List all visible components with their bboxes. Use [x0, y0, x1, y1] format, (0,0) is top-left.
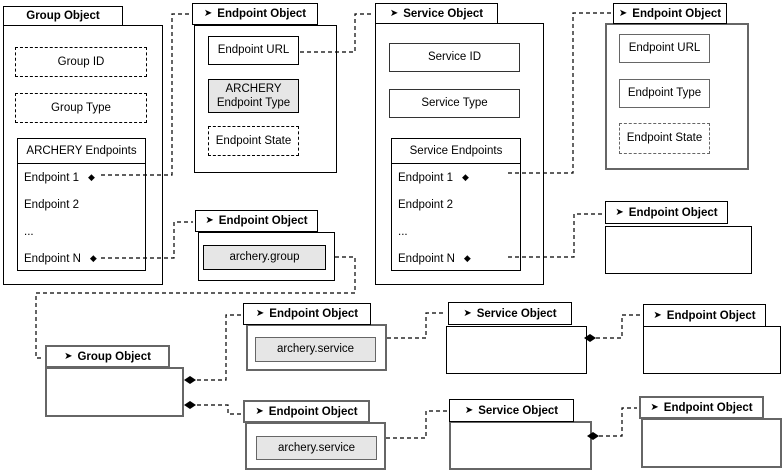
list-item: Endpoint 2: [398, 198, 453, 211]
aggregation-diamond-icon: [184, 376, 196, 384]
endpoint-object-bottomright2-tab: ➤ Endpoint Object: [639, 396, 764, 419]
service-type-field: Service Type: [389, 89, 520, 118]
list-item: ...: [24, 225, 34, 238]
aggregation-diamond-icon: ◆: [462, 172, 469, 182]
endpoint-object-top-tab: ➤ Endpoint Object: [192, 3, 318, 25]
endpoint-object-topright-tab: ➤ Endpoint Object: [613, 3, 727, 24]
archery-endpoints-header: ARCHERY Endpoints: [17, 138, 146, 164]
endpoint-object-group-tag-tab: ➤ Endpoint Object: [195, 210, 318, 232]
box-title: Service Object: [476, 307, 557, 320]
connector-endpointtag2-service2: [386, 410, 447, 439]
list-item: ...: [398, 225, 408, 238]
aggregation-diamond-icon: ◆: [88, 172, 95, 182]
archery-endpoints-list: Endpoint 1 ◆ Endpoint 2 ... Endpoint N ◆: [17, 163, 146, 271]
arrowhead-icon: ➤: [64, 350, 73, 362]
endpoint-object-bottomright1-body: [643, 326, 781, 374]
endpoint-object-bottomright1-tab: ➤ Endpoint Object: [643, 304, 766, 327]
archery-service-field: archery.service: [256, 436, 377, 460]
group-type-field: Group Type: [15, 93, 147, 123]
box-title: Group Object: [77, 350, 151, 363]
arrowhead-icon: ➤: [389, 7, 399, 19]
list-item: Endpoint 1 ◆: [24, 171, 95, 184]
endpoint-object-midright-tab: ➤ Endpoint Object: [605, 201, 728, 224]
archery-endpoint-type-field: ARCHERY Endpoint Type: [208, 79, 299, 113]
service-endpoints-list: Endpoint 1 ◆ Endpoint 2 ... Endpoint N ◆: [391, 163, 521, 271]
service-endpoints-header: Service Endpoints: [391, 138, 521, 164]
service-object-bottom1-body: [446, 326, 587, 374]
arrowhead-icon: ➤: [615, 206, 624, 218]
box-title: Endpoint Object: [217, 8, 307, 20]
endpoint-object-service-tag1-tab: ➤ Endpoint Object: [243, 303, 371, 325]
box-title: Group Object: [26, 10, 100, 22]
aggregation-diamond-icon: [184, 401, 196, 409]
list-item: Endpoint 2: [24, 198, 79, 211]
arrowhead-icon: ➤: [255, 405, 264, 417]
endpoint-state-field: Endpoint State: [208, 126, 299, 156]
arrowhead-icon: ➤: [618, 7, 628, 19]
arrowhead-icon: ➤: [653, 309, 662, 321]
arrowhead-icon: ➤: [203, 8, 213, 19]
arrowhead-icon: ➤: [650, 401, 659, 413]
arrowhead-icon: ➤: [255, 308, 265, 319]
endpoint-url-field: Endpoint URL: [208, 36, 299, 65]
arrowhead-icon: ➤: [464, 404, 474, 416]
list-item: Endpoint N ◆: [398, 252, 471, 265]
service-object-bottom2-body: [449, 421, 592, 470]
box-title: Endpoint Object: [666, 309, 756, 322]
aggregation-diamond-icon: ◆: [89, 253, 97, 263]
box-title: Endpoint Object: [628, 206, 718, 219]
endpoint-object-bottomright2-body: [641, 418, 782, 468]
group-object-top-tab: Group Object: [3, 6, 123, 26]
group-id-field: Group ID: [15, 47, 147, 77]
service-object-top-tab: ➤ Service Object: [375, 3, 498, 24]
endpoint-object-midright-body: [605, 226, 752, 274]
box-title: Endpoint Object: [218, 215, 308, 227]
arrowhead-icon: ➤: [205, 215, 214, 226]
archery-group-field: archery.group: [203, 245, 326, 270]
connector-groupbottom-endpointtag1: [197, 314, 241, 381]
box-title: Endpoint Object: [663, 401, 753, 414]
endpoint-state-field: Endpoint State: [619, 123, 710, 154]
arrowhead-icon: ➤: [463, 307, 472, 319]
box-title: Endpoint Object: [268, 405, 358, 418]
box-title: Service Object: [478, 404, 559, 417]
service-object-bottom2-tab: ➤ Service Object: [449, 399, 574, 422]
service-object-bottom1-tab: ➤ Service Object: [448, 302, 572, 325]
endpoint-url-field: Endpoint URL: [619, 34, 710, 63]
group-object-bottom-tab: ➤ Group Object: [45, 345, 170, 368]
service-id-field: Service ID: [389, 43, 520, 72]
group-object-bottom-body: [45, 367, 184, 417]
box-title: Service Object: [403, 7, 484, 20]
box-title: Endpoint Object: [269, 308, 359, 320]
endpoint-object-service-tag2-tab: ➤ Endpoint Object: [243, 400, 370, 423]
connector-endpointtag1-service1: [387, 312, 446, 339]
archery-service-field: archery.service: [255, 337, 376, 362]
endpoint-type-field: Endpoint Type: [619, 79, 710, 108]
list-item: Endpoint N ◆: [24, 252, 97, 265]
connector-groupbottom-endpointtag2: [197, 404, 241, 415]
aggregation-diamond-icon: ◆: [463, 253, 471, 263]
box-title: Endpoint Object: [632, 7, 722, 20]
connector-service2-endpointright2: [599, 407, 637, 437]
list-item: Endpoint 1 ◆: [398, 171, 469, 184]
connector-service1-endpointright1: [596, 314, 641, 339]
